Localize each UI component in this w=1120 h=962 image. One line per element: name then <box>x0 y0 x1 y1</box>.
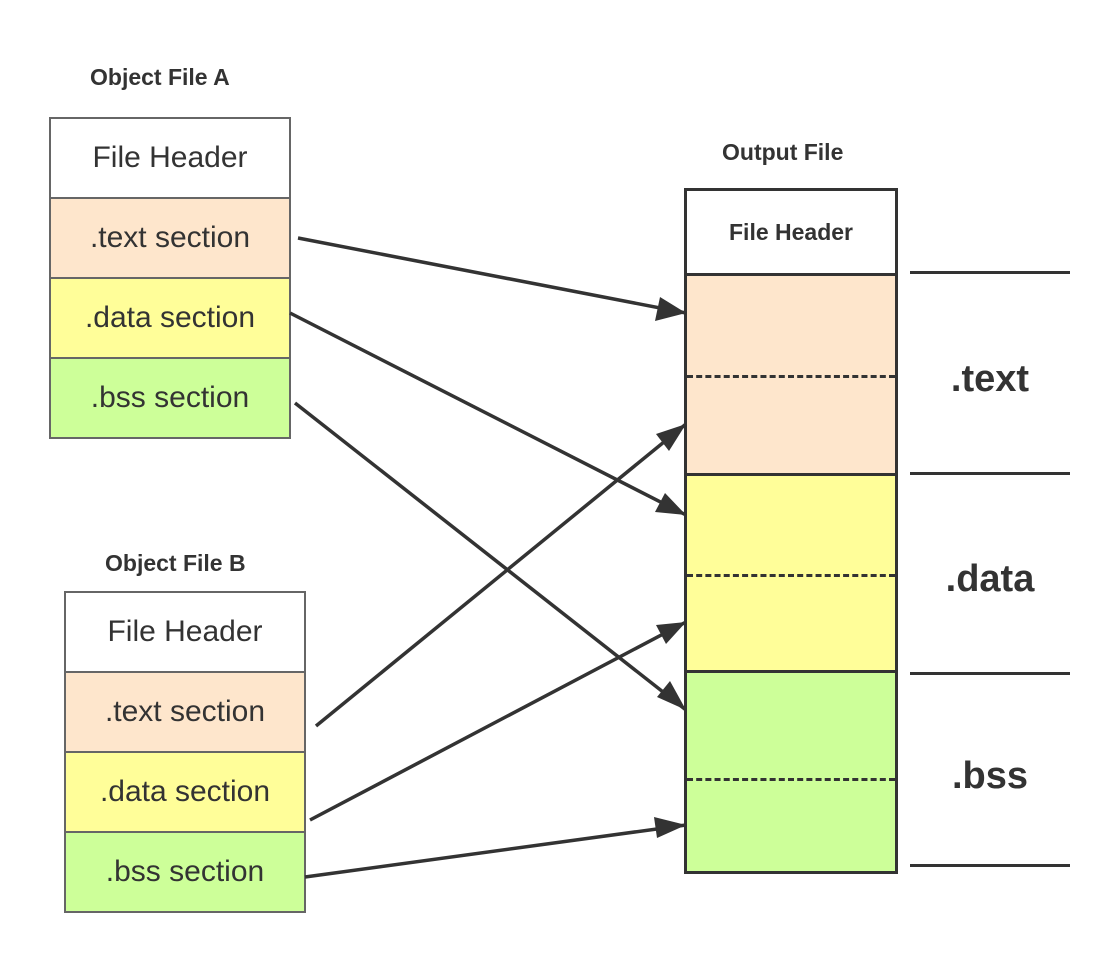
arrow-a-bss-to-output-bss <box>293 401 688 712</box>
segment-label-text: .text <box>950 358 1030 400</box>
object-file-b-title: Object File B <box>105 550 246 576</box>
output-text-divider <box>687 375 895 378</box>
object-file-a-title: Object File A <box>90 64 230 90</box>
arrowhead-b-data <box>656 622 686 644</box>
segment-rule-text-data <box>910 472 1070 475</box>
arrow-b-text-to-output-text <box>314 422 688 728</box>
object-a-text-section: .text section <box>51 197 289 277</box>
arrowhead-b-text <box>656 424 686 451</box>
output-file-header: File Header <box>687 191 895 276</box>
arrow-b-data-to-output-data <box>309 620 687 822</box>
output-file: File Header <box>684 188 898 874</box>
object-a-file-header: File Header <box>51 119 289 197</box>
arrowhead-a-data <box>655 493 686 515</box>
object-file-b: File Header .text section .data section … <box>64 591 306 913</box>
arrowhead-a-text <box>655 297 686 321</box>
output-bss-divider <box>687 778 895 781</box>
arrow-b-bss-to-output-bss <box>304 823 687 879</box>
object-b-data-section: .data section <box>66 751 304 831</box>
object-file-a: File Header .text section .data section … <box>49 117 291 439</box>
arrow-a-text-to-output-text <box>297 236 687 315</box>
arrow-a-data-to-output-data <box>289 311 687 517</box>
object-b-bss-section: .bss section <box>66 831 304 911</box>
segment-label-bss: .bss <box>951 755 1029 797</box>
arrowhead-b-bss <box>654 817 686 838</box>
output-file-title: Output File <box>722 139 844 165</box>
object-b-text-section: .text section <box>66 671 304 751</box>
output-text-data-separator <box>687 473 895 476</box>
segment-rule-data-bss <box>910 672 1070 675</box>
output-data-divider <box>687 574 895 577</box>
output-data-segment <box>687 475 895 672</box>
segment-rule-top <box>910 271 1070 274</box>
object-a-bss-section: .bss section <box>51 357 289 437</box>
object-a-data-section: .data section <box>51 277 289 357</box>
output-data-bss-separator <box>687 670 895 673</box>
segment-rule-bottom <box>910 864 1070 867</box>
object-b-file-header: File Header <box>66 593 304 671</box>
arrowhead-a-bss <box>657 681 686 710</box>
output-bss-segment <box>687 672 895 871</box>
segment-label-data: .data <box>945 558 1035 600</box>
